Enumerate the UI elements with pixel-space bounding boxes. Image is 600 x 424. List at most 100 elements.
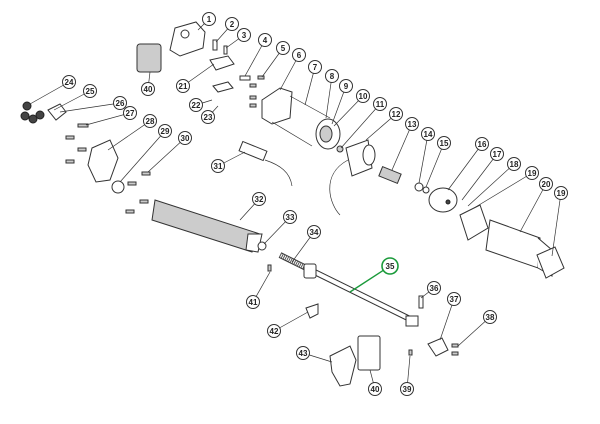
leader-line-27 (85, 112, 131, 126)
callout-32[interactable]: 32 (252, 192, 266, 206)
callout-number: 6 (297, 51, 302, 60)
callout-23[interactable]: 23 (201, 110, 215, 124)
callout-39[interactable]: 39 (400, 382, 414, 396)
callout-28[interactable]: 28 (143, 114, 157, 128)
callout-36[interactable]: 36 (427, 281, 441, 295)
callout-circle (283, 210, 297, 224)
callout-6[interactable]: 6 (292, 48, 306, 62)
callout-number: 36 (430, 284, 439, 293)
callout-26[interactable]: 26 (113, 96, 127, 110)
callout-number: 10 (359, 92, 368, 101)
leader-line-24 (29, 81, 70, 105)
leader-line-13 (391, 123, 413, 171)
callout-19[interactable]: 19 (554, 186, 568, 200)
callout-25[interactable]: 25 (83, 84, 97, 98)
leader-line-29 (119, 130, 166, 183)
callout-number: 24 (65, 78, 74, 87)
callout-circle (176, 79, 190, 93)
callout-circle (307, 225, 321, 239)
callout-15[interactable]: 15 (437, 136, 451, 150)
callout-24[interactable]: 24 (62, 75, 76, 89)
callout-number: 43 (299, 349, 308, 358)
leader-line-11 (340, 103, 381, 149)
callout-number: 11 (376, 100, 385, 109)
callout-40[interactable]: 40 (368, 382, 382, 396)
callout-31[interactable]: 31 (211, 159, 225, 173)
callout-12[interactable]: 12 (389, 107, 403, 121)
callout-17[interactable]: 17 (490, 147, 504, 161)
callout-43[interactable]: 43 (296, 346, 310, 360)
callout-circle (400, 382, 414, 396)
callout-8[interactable]: 8 (325, 69, 339, 83)
callout-number: 7 (313, 63, 318, 72)
leader-line-28 (107, 120, 151, 151)
callout-38[interactable]: 38 (483, 310, 497, 324)
callout-34[interactable]: 34 (307, 225, 321, 239)
callout-circle (141, 82, 155, 96)
callout-29[interactable]: 29 (158, 124, 172, 138)
callout-18[interactable]: 18 (507, 157, 521, 171)
callout-3[interactable]: 3 (237, 28, 251, 42)
callout-circle (252, 192, 266, 206)
callout-circle (201, 110, 215, 124)
callout-number: 1 (207, 15, 212, 24)
callout-14[interactable]: 14 (421, 127, 435, 141)
callout-circle (83, 84, 97, 98)
callout-1[interactable]: 1 (202, 12, 216, 26)
callout-27[interactable]: 27 (123, 106, 137, 120)
callout-circle (356, 89, 370, 103)
callout-number: 9 (344, 82, 349, 91)
callout-circle (427, 281, 441, 295)
callout-number: 17 (493, 150, 502, 159)
callout-5[interactable]: 5 (276, 41, 290, 55)
callout-37[interactable]: 37 (447, 292, 461, 306)
callout-13[interactable]: 13 (405, 117, 419, 131)
callout-number: 18 (510, 160, 519, 169)
callout-circle (437, 136, 451, 150)
callout-33[interactable]: 33 (283, 210, 297, 224)
callout-circle (475, 137, 489, 151)
callout-circle (258, 33, 272, 47)
callout-10[interactable]: 10 (356, 89, 370, 103)
callout-circle (539, 177, 553, 191)
callout-number: 27 (126, 109, 135, 118)
callout-circle (276, 41, 290, 55)
callout-19[interactable]: 19 (525, 166, 539, 180)
callout-16[interactable]: 16 (475, 137, 489, 151)
leader-line-19 (551, 192, 562, 257)
callout-20[interactable]: 20 (539, 177, 553, 191)
callout-9[interactable]: 9 (339, 79, 353, 93)
callout-number: 4 (263, 36, 268, 45)
callout-42[interactable]: 42 (267, 324, 281, 338)
callout-circle (483, 310, 497, 324)
callout-11[interactable]: 11 (373, 97, 387, 111)
callout-41[interactable]: 41 (246, 295, 260, 309)
callout-circle (339, 79, 353, 93)
callout-22[interactable]: 22 (189, 98, 203, 112)
callout-number: 14 (424, 130, 433, 139)
callout-30[interactable]: 30 (178, 131, 192, 145)
callout-circle (421, 127, 435, 141)
callout-2[interactable]: 2 (225, 17, 239, 31)
leader-line-18 (467, 163, 515, 207)
callout-21[interactable]: 21 (176, 79, 190, 93)
callout-4[interactable]: 4 (258, 33, 272, 47)
callout-number: 13 (408, 120, 417, 129)
callout-circle (490, 147, 504, 161)
callout-circle (158, 124, 172, 138)
leader-line-20 (519, 183, 547, 233)
leader-line-17 (461, 153, 498, 201)
leader-lines (29, 18, 562, 390)
callout-number: 20 (542, 180, 551, 189)
callout-40[interactable]: 40 (141, 82, 155, 96)
callout-number: 21 (179, 82, 188, 91)
callout-7[interactable]: 7 (308, 60, 322, 74)
callout-circle (373, 97, 387, 111)
callout-number: 35 (386, 262, 395, 271)
callout-number: 40 (144, 85, 153, 94)
callout-number: 5 (281, 44, 286, 53)
callout-circle (225, 17, 239, 31)
callout-35[interactable]: 35 (381, 257, 399, 275)
